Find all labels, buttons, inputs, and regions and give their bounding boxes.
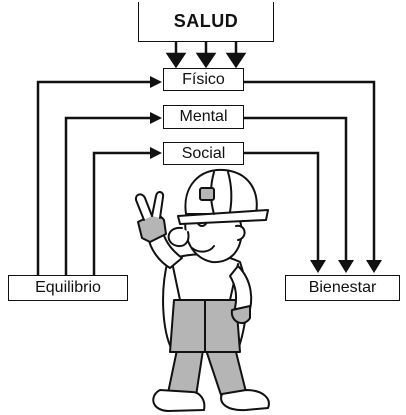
mental-box: Mental: [163, 105, 244, 129]
salud-title-box: SALUD: [138, 2, 274, 42]
worker-icon: [134, 168, 270, 412]
fisico-label: Físico: [182, 70, 225, 88]
equilibrio-label: Equilibrio: [35, 279, 101, 296]
equilibrio-arrowheads: [150, 76, 162, 159]
equilibrio-box: Equilibrio: [8, 275, 128, 301]
bienestar-box: Bienestar: [285, 275, 400, 301]
social-box: Social: [163, 142, 244, 165]
mental-label: Mental: [179, 108, 228, 125]
salud-title: SALUD: [173, 11, 239, 31]
bienestar-label: Bienestar: [308, 279, 377, 296]
social-label: Social: [181, 144, 226, 162]
fisico-box: Físico: [163, 68, 244, 91]
equilibrio-connectors: [36, 80, 158, 275]
bienestar-arrowheads: [310, 260, 382, 273]
salud-down-arrows: [165, 42, 247, 69]
bienestar-connectors: [244, 80, 376, 262]
